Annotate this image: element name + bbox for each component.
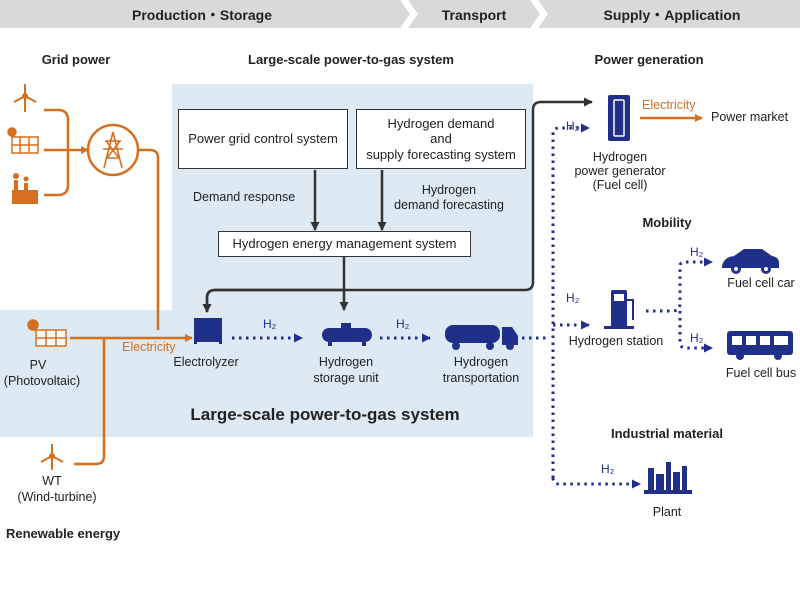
hems-label: Hydrogen energy management system (232, 236, 457, 252)
h2-label-plant: H₂ (601, 462, 615, 476)
h2-label-generator: H₂ (566, 119, 580, 133)
pv-sublabel: (Photovoltaic) (3, 374, 81, 388)
storage-tank-icon (322, 323, 372, 346)
wind-turbine-icon (13, 84, 37, 112)
pv-label: PV (29, 358, 47, 372)
h2-label-electrolyzer-storage: H₂ (263, 317, 277, 331)
electricity-label-left: Electricity (122, 340, 176, 354)
electricity-label-right: Electricity (642, 98, 696, 112)
transport-label-1: Hydrogen (453, 355, 509, 369)
fuel-cell-bus-label: Fuel cell bus (725, 366, 797, 380)
system-panel (0, 84, 533, 437)
electrolyzer-icon (194, 318, 222, 344)
h2-label-car: H₂ (690, 245, 704, 259)
forecasting-line-3: supply forecasting system (366, 146, 516, 162)
header-production-storage: Production・Storage (131, 7, 273, 23)
system-title-bottom: Large-scale power-to-gas system (190, 405, 460, 424)
wt-label: WT (42, 474, 62, 488)
power-market-label: Power market (711, 110, 789, 124)
generator-label-3: (Fuel cell) (592, 178, 648, 192)
stage-header-bars (0, 0, 800, 28)
power-grid-control-box: Power grid control system (178, 109, 348, 169)
header-transport: Transport (441, 7, 507, 23)
hydrogen-forecast-label-2: demand forecasting (394, 198, 504, 212)
h2-label-station: H₂ (566, 291, 580, 305)
renewable-energy-label: Renewable energy (6, 526, 121, 541)
fuel-cell-car-label: Fuel cell car (727, 276, 795, 290)
power-grid-control-label: Power grid control system (188, 131, 338, 147)
storage-label-1: Hydrogen (318, 355, 374, 369)
fuel-cell-generator-icon (608, 95, 630, 141)
header-supply-application: Supply・Application (603, 7, 741, 23)
storage-label-2: storage unit (313, 371, 379, 385)
pv-icon (27, 319, 67, 347)
plant-icon (644, 462, 692, 494)
thermal-plant-icon (12, 173, 38, 204)
wt-icon (40, 444, 64, 470)
forecasting-system-box: Hydrogen demand and supply forecasting s… (356, 109, 526, 169)
wt-sublabel: (Wind-turbine) (17, 490, 97, 504)
generator-label-2: power generator (574, 164, 666, 178)
electrolyzer-label: Electrolyzer (173, 355, 239, 369)
grid-feed-lines (44, 108, 193, 466)
transport-label-2: transportation (442, 371, 520, 385)
solar-panel-icon (7, 127, 39, 154)
hydrogen-forecast-label-1: Hydrogen (421, 183, 477, 197)
plant-label: Plant (652, 505, 682, 519)
forecasting-line-2: and (430, 131, 452, 147)
power-generation-label: Power generation (594, 52, 704, 67)
hems-box: Hydrogen energy management system (218, 231, 471, 257)
tanker-truck-icon (445, 325, 518, 350)
hydrogen-station-icon (604, 290, 634, 329)
forecasting-line-1: Hydrogen demand (387, 115, 495, 131)
generator-feed-line (205, 97, 593, 312)
h2-label-storage-transport: H₂ (396, 317, 410, 331)
generator-label-1: Hydrogen (592, 150, 648, 164)
power-tower-icon (86, 123, 140, 177)
grid-power-label: Grid power (41, 52, 111, 67)
system-title-top: Large-scale power-to-gas system (248, 52, 454, 67)
h2-label-bus: H₂ (690, 331, 704, 345)
mobility-label: Mobility (642, 215, 692, 230)
fuel-cell-bus-icon (727, 331, 793, 360)
demand-response-label: Demand response (193, 190, 296, 204)
hydrogen-flows (232, 123, 713, 489)
industrial-material-label: Industrial material (611, 426, 723, 441)
hydrogen-station-label: Hydrogen station (568, 334, 664, 348)
fuel-cell-car-icon (722, 249, 779, 274)
